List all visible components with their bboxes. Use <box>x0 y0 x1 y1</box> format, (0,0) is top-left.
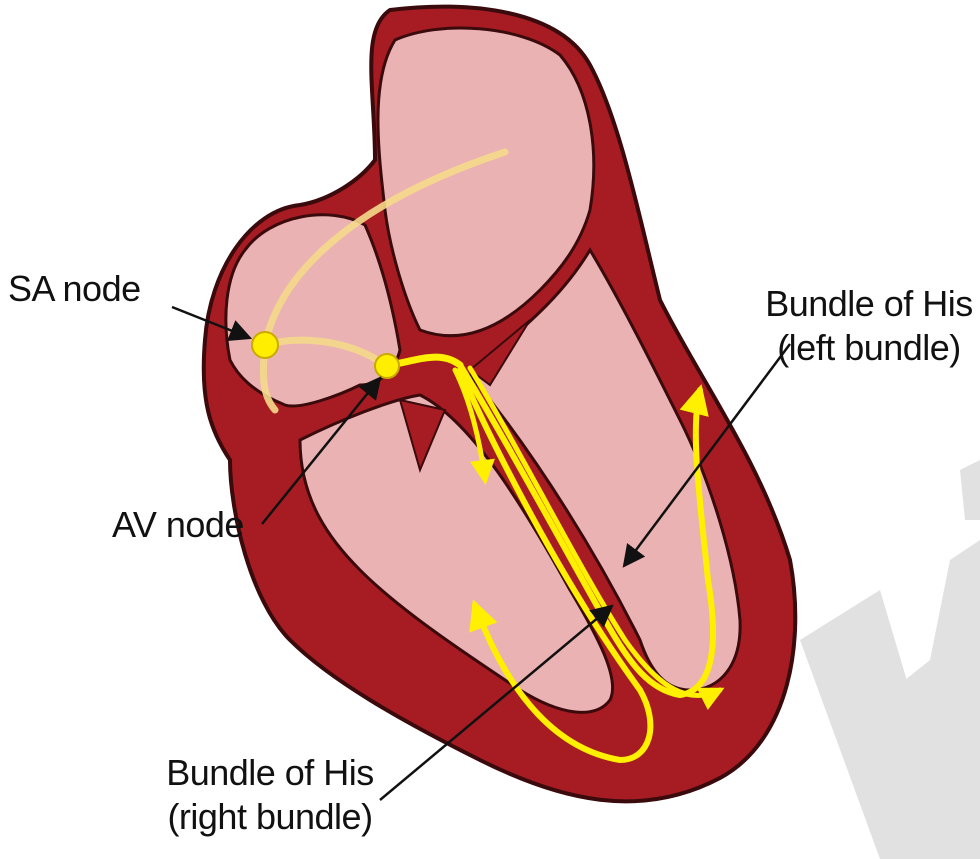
av-node <box>375 354 399 378</box>
sa-node-label: SA node <box>8 267 141 311</box>
bundle-his-right-line1: Bundle of His <box>150 751 390 795</box>
sa-node <box>252 332 278 358</box>
watermark <box>800 460 980 859</box>
bundle-his-left-line1: Bundle of His <box>758 282 980 326</box>
bundle-his-right-line2: (right bundle) <box>150 795 390 839</box>
bundle-his-left-line2: (left bundle) <box>758 326 980 370</box>
bundle-his-right-label: Bundle of His (right bundle) <box>150 751 390 839</box>
av-node-label: AV node <box>112 503 244 547</box>
right-atrium <box>226 215 400 406</box>
bundle-his-left-label: Bundle of His (left bundle) <box>758 282 980 370</box>
